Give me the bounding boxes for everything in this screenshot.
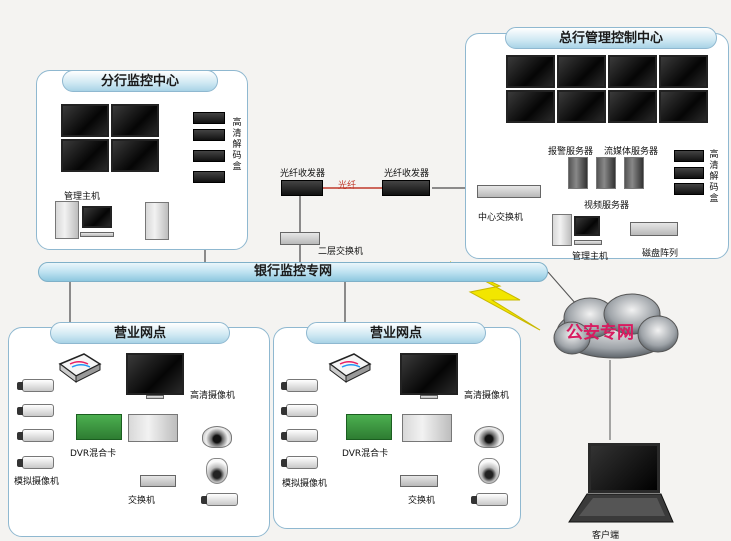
site2-hd-camera-label: 高清摄像机 xyxy=(464,391,510,401)
site2-hd-bullet-camera xyxy=(471,493,508,506)
branch-video-wall-3 xyxy=(61,139,109,172)
site2-analog-camera-3 xyxy=(281,429,318,442)
site2-dvr-card-label: DVR混合卡 xyxy=(342,449,389,459)
police-network-label: 公安专网 xyxy=(566,323,634,343)
branch-pc-tower xyxy=(145,202,169,240)
branch-host-monitor xyxy=(82,206,112,228)
hq-video-wall-7 xyxy=(608,90,657,123)
client-label: 客户端 xyxy=(592,531,620,541)
hq-panel-title: 总行管理控制中心 xyxy=(505,27,717,49)
site1-analog-camera-3 xyxy=(17,429,54,442)
site1-switch-label: 交换机 xyxy=(128,496,156,506)
hq-decoder-2 xyxy=(674,167,704,179)
site2-analog-camera-1 xyxy=(281,379,318,392)
site1-analog-camera-2 xyxy=(17,404,54,417)
branch-decoder-label: 高清解码盒 xyxy=(232,118,242,172)
hq-video-wall-6 xyxy=(557,90,606,123)
site1-dvr-card xyxy=(76,414,122,440)
hq-decoder-3 xyxy=(674,183,704,195)
site1-dvr-card-label: DVR混合卡 xyxy=(70,449,117,459)
hq-core-switch xyxy=(477,185,541,198)
site2-switch xyxy=(400,475,438,487)
client-laptop-base xyxy=(568,493,674,523)
bank-network-label: 银行监控专网 xyxy=(253,264,332,279)
hq-video-server-label: 视频服务器 xyxy=(584,201,630,211)
site1-analog-camera-label: 模拟摄像机 xyxy=(14,477,60,487)
lightning-icon xyxy=(449,261,541,331)
site1-analog-camera-4 xyxy=(17,456,54,469)
hq-host-label: 管理主机 xyxy=(572,252,609,262)
site2-dvr-host xyxy=(402,414,452,442)
site2-switch-label: 交换机 xyxy=(408,496,436,506)
site1-switch xyxy=(140,475,176,487)
branch-keyboard xyxy=(80,232,114,237)
site2-analog-camera-label: 模拟摄像机 xyxy=(282,479,328,489)
hq-alarm-server xyxy=(568,157,588,189)
hq-video-wall-1 xyxy=(506,55,555,88)
branch-decoder-1 xyxy=(193,112,225,124)
site2-dvr-card xyxy=(346,414,392,440)
hq-video-wall-2 xyxy=(557,55,606,88)
site1-router-icon xyxy=(58,353,102,383)
l2-switch-label: 二层交换机 xyxy=(318,247,364,257)
fiber-link-label: 光纤 xyxy=(338,181,357,191)
fiber-transceiver-right xyxy=(382,180,430,196)
branch-decoder-4 xyxy=(193,171,225,183)
site1-hd-camera-label: 高清摄像机 xyxy=(190,391,236,401)
site2-monitor-stand xyxy=(420,395,438,399)
client-laptop-screen xyxy=(588,443,660,493)
site2-hd-dome-camera xyxy=(474,426,504,448)
site1-monitor xyxy=(126,353,184,395)
hq-stream-server-label: 流媒体服务器 xyxy=(604,147,659,157)
hq-video-wall-5 xyxy=(506,90,555,123)
hq-video-wall-8 xyxy=(659,90,708,123)
site2-hd-ptz-camera xyxy=(478,458,500,484)
site1-hd-ptz-camera xyxy=(206,458,228,484)
hq-core-switch-label: 中心交换机 xyxy=(478,213,524,223)
police-network-cloud xyxy=(553,293,679,359)
hq-host-tower xyxy=(552,214,572,246)
l2-switch xyxy=(280,232,320,245)
branch-decoder-2 xyxy=(193,129,225,141)
site1-panel-title: 营业网点 xyxy=(50,322,230,344)
hq-disk-array xyxy=(630,222,678,236)
hq-host-monitor xyxy=(574,216,600,236)
site1-monitor-stand xyxy=(146,395,164,399)
hq-video-server xyxy=(596,157,616,189)
fiber-transceiver-left-label: 光纤收发器 xyxy=(280,169,326,179)
site2-monitor xyxy=(400,353,458,395)
hq-decoder-label: 高清解码盒 xyxy=(709,150,719,204)
site1-dvr-host xyxy=(128,414,178,442)
site2-panel-title: 营业网点 xyxy=(306,322,486,344)
hq-disk-array-label: 磁盘阵列 xyxy=(642,249,679,259)
hq-video-wall-3 xyxy=(608,55,657,88)
hq-decoder-1 xyxy=(674,150,704,162)
hq-video-wall-4 xyxy=(659,55,708,88)
hq-stream-server xyxy=(624,157,644,189)
fiber-transceiver-left xyxy=(281,180,323,196)
site1-hd-dome-camera xyxy=(202,426,232,448)
bank-monitoring-network: 银行监控专网 xyxy=(38,262,548,282)
site2-router-icon xyxy=(328,353,372,383)
branch-host-label: 管理主机 xyxy=(64,192,101,202)
branch-video-wall-4 xyxy=(111,139,159,172)
site2-analog-camera-2 xyxy=(281,404,318,417)
branch-host-tower xyxy=(55,201,79,239)
branch-decoder-3 xyxy=(193,150,225,162)
site1-hd-bullet-camera xyxy=(201,493,238,506)
site2-analog-camera-4 xyxy=(281,456,318,469)
site1-analog-camera-1 xyxy=(17,379,54,392)
hq-alarm-server-label: 报警服务器 xyxy=(548,147,594,157)
hq-keyboard xyxy=(574,240,602,245)
branch-video-wall-1 xyxy=(61,104,109,137)
branch-video-wall-2 xyxy=(111,104,159,137)
fiber-transceiver-right-label: 光纤收发器 xyxy=(384,169,430,179)
branch-panel-title: 分行监控中心 xyxy=(62,70,218,92)
